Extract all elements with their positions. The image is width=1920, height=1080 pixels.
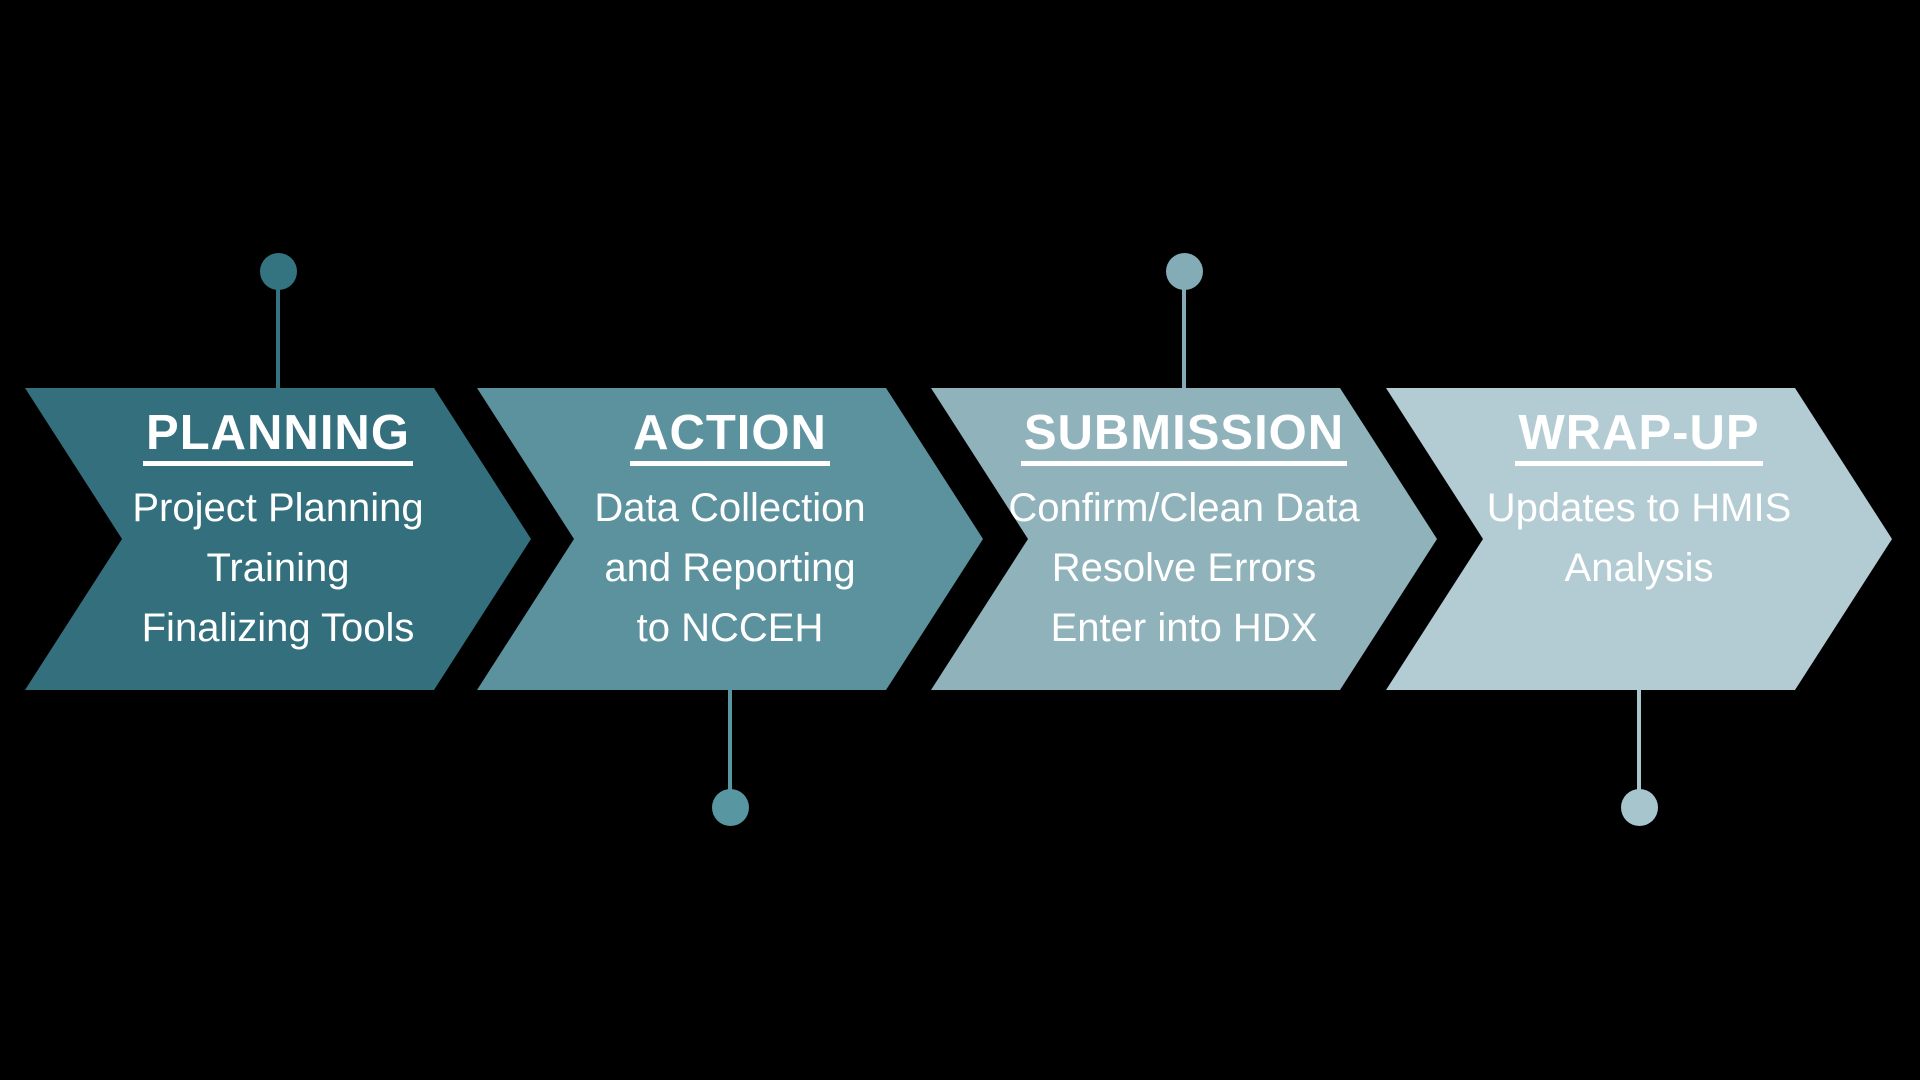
step-detail-line: Data Collection (594, 486, 866, 530)
step-detail-line: Analysis (1564, 546, 1714, 590)
step-title: SUBMISSION (1020, 406, 1348, 466)
timeline-connector-line (728, 690, 732, 807)
timeline-dot (1620, 788, 1658, 826)
timeline-dot (259, 252, 297, 290)
step-detail-line: Training (206, 546, 350, 590)
timeline-dot (1165, 252, 1203, 290)
chevron-step-action: ACTION Data Collection and Reporting to NC… (477, 388, 983, 690)
step-detail-line: and Reporting (604, 546, 856, 590)
step-detail-line: Enter into HDX (1050, 606, 1318, 650)
timeline-connector-line (276, 271, 280, 388)
timeline-connector-line (1182, 271, 1186, 388)
step-detail-line: Project Planning (132, 486, 424, 530)
step-detail-line: Finalizing Tools (141, 606, 415, 650)
step-title: PLANNING (143, 406, 413, 466)
step-title-text: PLANNING (143, 406, 413, 466)
step-detail-line: Confirm/Clean Data (1008, 486, 1360, 530)
timeline-connector-line (1637, 690, 1641, 807)
step-title: ACTION (630, 406, 830, 466)
step-title: WRAP-UP (1515, 406, 1763, 466)
step-title-text: ACTION (630, 406, 830, 466)
step-title-text: WRAP-UP (1515, 406, 1763, 466)
step-detail-line: Resolve Errors (1051, 546, 1317, 590)
step-detail-line: Updates to HMIS (1486, 486, 1792, 530)
step-title-text: SUBMISSION (1020, 406, 1348, 466)
step-detail-line: to NCCEH (636, 606, 824, 650)
step-details: Updates to HMIS Analysis (1487, 478, 1792, 598)
timeline-dot (711, 788, 749, 826)
step-details: Data Collection and Reporting to NCCEH (594, 478, 865, 658)
chevron-step-wrap-up: WRAP-UP Updates to HMIS Analysis (1386, 388, 1892, 690)
